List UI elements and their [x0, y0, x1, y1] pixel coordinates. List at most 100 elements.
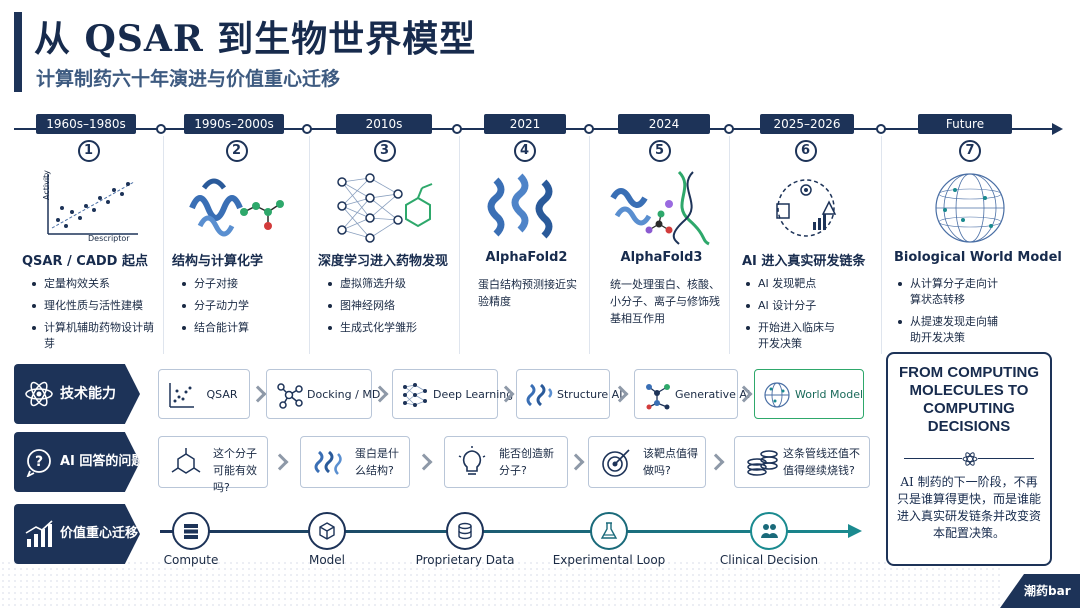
chevron-right-icon [707, 453, 725, 471]
row-label-text: 技术能力 [60, 386, 116, 402]
protein-ligand-icon [188, 178, 284, 237]
bullet: AI 设计分子 [746, 298, 877, 314]
capability-label: World Model [795, 388, 864, 401]
era-card-structure: 2 结构与计算化学 分子对接 分子动力学 结合能计算 [164, 136, 310, 354]
target-icon [602, 449, 630, 477]
axis-label-x: Descriptor [88, 234, 130, 243]
value-node-compute [172, 512, 210, 550]
scatter-chart-icon [169, 383, 194, 408]
neural-network-icon [336, 173, 432, 243]
row-label-capability: 技术能力 [14, 364, 140, 424]
capability-label: Structure AI [557, 388, 623, 401]
bullet: 结合能计算 [182, 320, 305, 336]
molecule-graph-icon [277, 383, 303, 409]
bar-chart-growth-icon [25, 520, 53, 547]
capability-card-qsar: QSAR [158, 369, 250, 419]
era-number: 4 [513, 140, 536, 162]
capability-card-docking: Docking / MD [266, 369, 380, 419]
page-subtitle: 计算制药六十年演进与价值重心迁移 [36, 68, 341, 90]
era-title: 结构与计算化学 [172, 254, 264, 269]
bullet: 分子对接 [182, 276, 305, 292]
bullet: 从计算分子走向计算状态转移 [898, 276, 1008, 308]
globe-icon [764, 382, 790, 408]
era-card-alphafold3: 5 AlphaFold3 统一处理蛋白、核酸、小分子、离子与修饰残基相互作用 [590, 136, 730, 354]
question-card-new-molecule: 能否创造新分子? [444, 436, 568, 488]
value-node-model [308, 512, 346, 550]
timeline-arrow-icon [1052, 123, 1063, 135]
era-title: AI 进入真实研发链条 [742, 254, 866, 269]
era-bullets: 虚拟筛选升级 图神经网络 生成式化学雏形 [328, 276, 455, 342]
era-title: AlphaFold3 [620, 250, 703, 265]
axis-label-y: Activity [42, 170, 51, 200]
timeline-dot [302, 124, 312, 134]
world-globe-icon [935, 173, 1005, 243]
protein-icon [314, 450, 342, 475]
svg-text:?: ? [35, 454, 43, 470]
row-label-value: 价值重心迁移 [14, 504, 140, 564]
chevron-right-icon [271, 453, 289, 471]
atom-icon [962, 451, 978, 467]
timeline-dot [452, 124, 462, 134]
question-text: 蛋白是什么结构? [355, 447, 399, 477]
era-number: 1 [77, 140, 100, 162]
capability-card-deep-learning: Deep Learning [392, 369, 513, 419]
brand-logo: 潮药bar [1024, 584, 1071, 598]
timeline-dot [584, 124, 594, 134]
era-number: 6 [794, 140, 817, 162]
era-description: 蛋白结构预测接近实验精度 [478, 278, 577, 308]
bullet: 图神经网络 [328, 298, 455, 314]
rd-cycle-icon [775, 179, 836, 237]
era-card-qsar: 1 Activity Descriptor QSAR / CADD 起点 定量构… [14, 136, 164, 354]
question-text: 这个分子可能有效吗? [213, 447, 257, 494]
year-tag: Future [918, 114, 1012, 134]
value-label: Model [308, 553, 346, 567]
title-accent-bar [14, 12, 22, 92]
value-migration-line [160, 530, 850, 533]
era-title: Biological World Model [894, 250, 1062, 265]
era-title: AlphaFold2 [485, 250, 568, 265]
era-card-alphafold2: 4 AlphaFold2 蛋白结构预测接近实验精度 [460, 136, 590, 354]
neural-network-icon [403, 383, 427, 407]
year-tag: 2010s [336, 114, 432, 134]
cube-icon [319, 522, 335, 540]
era-bullets: 定量构效关系 理化性质与活性建模 计算机辅助药物设计萌芽 [32, 276, 159, 358]
bullet: 虚拟筛选升级 [328, 276, 455, 292]
value-label: Clinical Decision [719, 553, 819, 567]
conclusion-box: FROM COMPUTING MOLECULES TO COMPUTING DE… [886, 352, 1052, 566]
chevron-right-icon [415, 453, 433, 471]
era-card-deep-learning: 3 深度学习进入药物发现 虚拟筛选升级 图神经网络 生成式化学雏形 [310, 136, 460, 354]
era-title: QSAR / CADD 起点 [22, 254, 148, 269]
value-label: Experimental Loop [552, 553, 666, 567]
bullet: 生成式化学雏形 [328, 320, 455, 336]
era-description: 统一处理蛋白、核酸、小分子、离子与修饰残基相互作用 [610, 278, 720, 325]
era-number: 2 [225, 140, 248, 162]
capability-card-generative-ai: Generative AI [634, 369, 751, 419]
year-tag: 1960s–1980s [36, 114, 136, 134]
era-bullets: 分子对接 分子动力学 结合能计算 [182, 276, 305, 342]
value-node-clinical [750, 512, 788, 550]
year-tag: 2021 [484, 114, 566, 134]
lightbulb-icon [458, 446, 486, 475]
bullet: 定量构效关系 [32, 276, 159, 292]
conclusion-headline: FROM COMPUTING MOLECULES TO COMPUTING DE… [899, 364, 1039, 435]
question-text: 这条管线还值不值得继续烧钱? [783, 447, 860, 477]
protein-structure-icon [487, 173, 552, 239]
question-card-structure: 蛋白是什么结构? [300, 436, 410, 488]
capability-label: QSAR [206, 388, 238, 401]
page-title: 从 QSAR 到生物世界模型 [34, 18, 477, 60]
value-node-data [446, 512, 484, 550]
question-card-efficacy: 这个分子可能有效吗? [158, 436, 268, 494]
biomolecule-complex-icon [609, 170, 710, 246]
server-icon [184, 524, 198, 539]
capability-card-world-model: World Model [754, 369, 864, 419]
capability-card-structure-ai: Structure AI [516, 369, 623, 419]
coin-stack-icon [747, 450, 778, 476]
bullet: 从提速发现走向辅助开发决策 [898, 314, 1008, 346]
capability-label: Generative AI [675, 388, 751, 401]
era-number: 3 [373, 140, 396, 162]
timeline-dot [156, 124, 166, 134]
arrow-right-icon [848, 524, 862, 538]
question-card-pipeline: 这条管线还值不值得继续烧钱? [734, 436, 870, 488]
people-icon [761, 524, 778, 538]
era-card-ai-rd-chain: 6 AI 进入真实研发链条 AI 发现靶点 AI 设计分子 开始进入临床与开发决… [730, 136, 882, 354]
